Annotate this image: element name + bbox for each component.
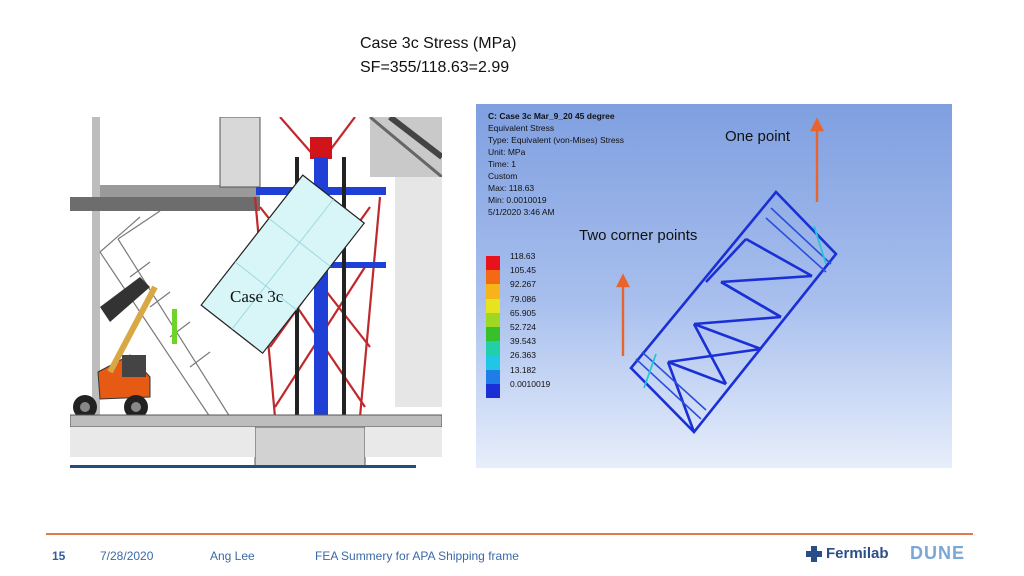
- annotation-two-corner-points: Two corner points: [579, 227, 698, 244]
- scale-label: 26.363: [510, 350, 536, 361]
- cad-illustration: [70, 117, 442, 469]
- result-legend-text: C: Case 3c Mar_9_20 45 degree Equivalent…: [488, 110, 624, 218]
- scale-swatch: [486, 326, 500, 342]
- info-line: 5/1/2020 3:46 AM: [488, 207, 555, 217]
- footer-divider: [46, 533, 973, 535]
- info-line: Time: 1: [488, 159, 517, 169]
- slide-title: Case 3c Stress (MPa) SF=355/118.63=2.99: [360, 32, 516, 80]
- scale-swatch: [486, 298, 500, 313]
- footer-topic: FEA Summery for APA Shipping frame: [315, 549, 519, 563]
- scale-label: 0.0010019: [510, 378, 551, 389]
- scale-swatch: [486, 383, 500, 398]
- scale-label: 65.905: [510, 307, 536, 318]
- info-line: Type: Equivalent (von-Mises) Stress: [488, 135, 625, 145]
- scale-swatch: [486, 284, 500, 299]
- scale-label: 52.724: [510, 321, 536, 332]
- scale-swatch: [486, 369, 500, 384]
- info-line: Equivalent Stress: [488, 123, 555, 133]
- fermilab-logo: Fermilab: [806, 545, 889, 562]
- result-header: C: Case 3c Mar_9_20 45 degree: [488, 111, 615, 121]
- fea-result-panel: C: Case 3c Mar_9_20 45 degree Equivalent…: [476, 104, 952, 468]
- cad-drawing: Case 3c: [70, 117, 442, 469]
- scale-swatch: [486, 355, 500, 370]
- scale-swatch: [486, 312, 500, 327]
- info-line: Max: 118.63: [488, 183, 535, 193]
- info-line: Unit: MPa: [488, 147, 526, 157]
- footer-date: 7/28/2020: [100, 549, 154, 563]
- scale-label: 39.543: [510, 336, 536, 347]
- page-number: 15: [52, 549, 66, 563]
- scale-label: 92.267: [510, 279, 536, 290]
- dune-logo: DUNE: [910, 543, 966, 563]
- scale-label: 79.086: [510, 293, 536, 304]
- title-line-2: SF=355/118.63=2.99: [360, 59, 510, 76]
- fermilab-logo-text: Fermilab: [826, 545, 889, 562]
- case-label: Case 3c: [230, 287, 284, 306]
- annotation-one-point: One point: [725, 128, 791, 145]
- scale-label: 13.182: [510, 364, 536, 375]
- fea-frame-model: [616, 117, 838, 434]
- scale-label: 118.63: [510, 251, 536, 261]
- fermilab-mark-icon: [806, 545, 822, 562]
- scale-swatch: [486, 270, 500, 285]
- scale-swatch: [486, 256, 500, 271]
- scale-label: 105.45: [510, 265, 536, 276]
- scale-swatch: [486, 341, 500, 356]
- title-line-1: Case 3c Stress (MPa): [360, 35, 517, 52]
- footer-author: Ang Lee: [210, 549, 255, 563]
- info-line: Min: 0.0010019: [488, 195, 547, 205]
- info-line: Custom: [488, 171, 518, 181]
